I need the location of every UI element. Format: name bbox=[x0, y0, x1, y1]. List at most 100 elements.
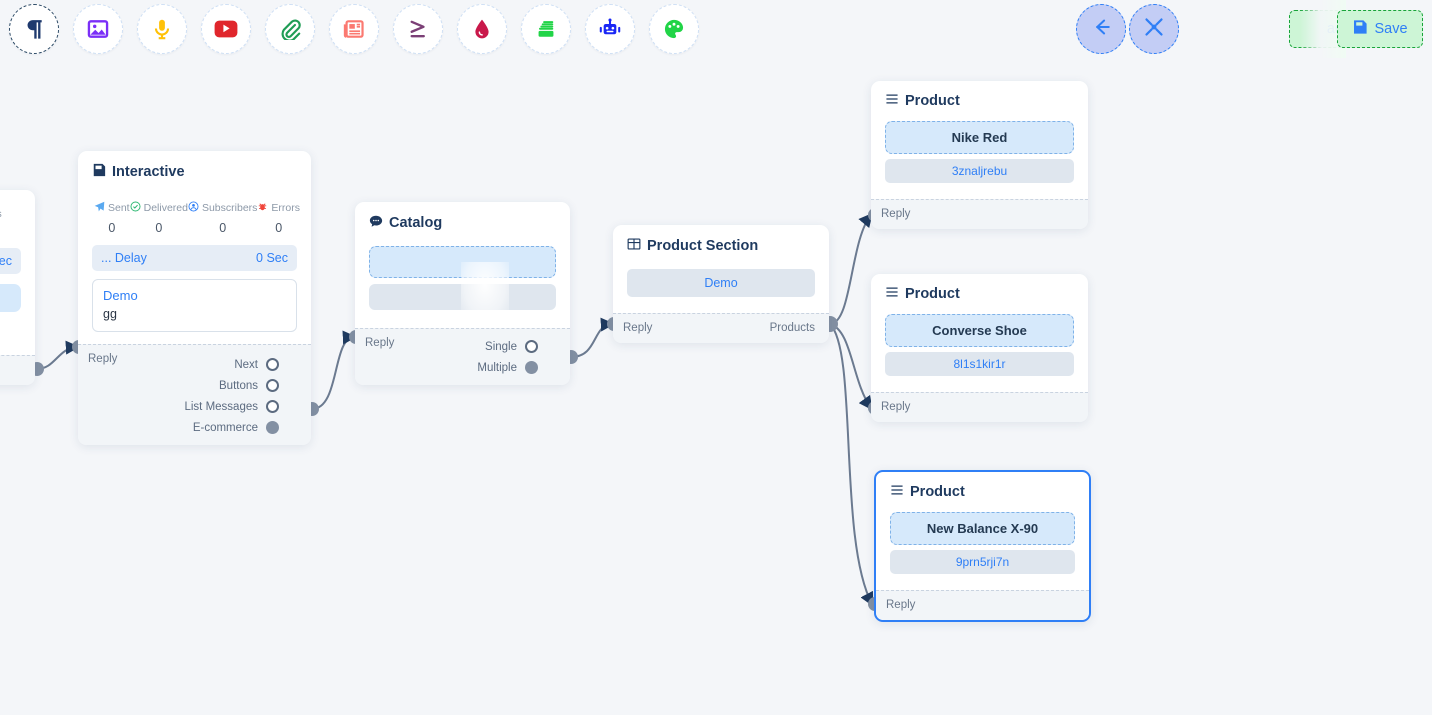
port-next[interactable]: Next bbox=[92, 354, 297, 375]
arrow-left-icon bbox=[1091, 17, 1111, 42]
tool-audio[interactable] bbox=[137, 4, 187, 54]
list-icon bbox=[885, 286, 899, 302]
delay-label: ... Delay bbox=[101, 251, 147, 265]
stat-label: Errors bbox=[0, 208, 19, 220]
tool-design[interactable] bbox=[649, 4, 699, 54]
tool-attachment[interactable] bbox=[265, 4, 315, 54]
port-ecommerce[interactable]: E-commerce bbox=[92, 417, 297, 438]
stat-label: Sent bbox=[108, 202, 130, 214]
back-button[interactable] bbox=[1076, 4, 1126, 54]
youtube-icon bbox=[214, 17, 238, 41]
product-name[interactable]: Nike Red bbox=[885, 121, 1074, 154]
product-section-row[interactable]: Demo bbox=[627, 269, 815, 297]
node-footer: Reply bbox=[871, 199, 1088, 229]
port-dot[interactable] bbox=[266, 379, 279, 392]
list-icon bbox=[885, 93, 899, 109]
product-sku[interactable]: 3znaljrebu bbox=[885, 159, 1074, 183]
grid-icon bbox=[627, 237, 641, 255]
node-product-3[interactable]: Product New Balance X-90 9prn5rji7n Repl… bbox=[874, 470, 1091, 622]
port-label: Next bbox=[234, 358, 258, 371]
tool-sequence[interactable] bbox=[521, 4, 571, 54]
node-product-2[interactable]: Product Converse Shoe 8l1s1kir1r Reply bbox=[871, 274, 1088, 422]
check-circle-icon bbox=[130, 199, 141, 217]
stat-label: Subscribers bbox=[201, 202, 258, 214]
port-single[interactable]: Single bbox=[369, 336, 556, 357]
port-dot[interactable] bbox=[266, 400, 279, 413]
paper-plane-icon bbox=[94, 199, 105, 217]
fit-view-button[interactable] bbox=[1129, 4, 1179, 54]
stack-icon bbox=[535, 18, 557, 40]
node-body: Nike Red 3znaljrebu bbox=[871, 111, 1088, 199]
tool-template[interactable] bbox=[329, 4, 379, 54]
node-title: Catalog bbox=[389, 215, 443, 231]
node-footer: Reply Products bbox=[613, 313, 829, 343]
tool-condition[interactable] bbox=[393, 4, 443, 54]
node-footer: Reply Next Buttons List Messages E-comme… bbox=[78, 344, 311, 445]
product-name[interactable]: New Balance X-90 bbox=[890, 512, 1075, 545]
node-title-row: Product bbox=[871, 274, 1088, 304]
water-drop-icon bbox=[471, 18, 493, 40]
message-card[interactable]: Demo gg bbox=[92, 279, 297, 332]
stat-value: 0 bbox=[0, 224, 19, 238]
node-footer: Reply bbox=[876, 590, 1089, 620]
stat-value: 0 bbox=[108, 221, 116, 235]
port-dot[interactable] bbox=[525, 340, 538, 353]
stat-label: Delivered bbox=[143, 202, 188, 214]
port-buttons[interactable]: Buttons bbox=[92, 375, 297, 396]
palette-icon bbox=[663, 18, 685, 40]
tool-video[interactable] bbox=[201, 4, 251, 54]
tool-paragraph[interactable] bbox=[9, 4, 59, 54]
node-product-section[interactable]: Product Section Demo Reply Products bbox=[613, 225, 829, 343]
delay-value: Sec bbox=[0, 254, 12, 268]
node-footer: essage bbox=[0, 355, 35, 385]
catalog-item-placeholder[interactable] bbox=[369, 246, 556, 278]
port-out-label: Products bbox=[769, 322, 815, 334]
port-multiple[interactable]: Multiple bbox=[369, 357, 556, 378]
partial-node-left[interactable]: Errors 0 Sec essage bbox=[0, 190, 35, 385]
node-body: Converse Shoe 8l1s1kir1r bbox=[871, 304, 1088, 392]
port-list-messages[interactable]: List Messages bbox=[92, 396, 297, 417]
port-dot[interactable] bbox=[266, 358, 279, 371]
node-body bbox=[355, 234, 570, 328]
stat-subscribers: Subscribers 0 bbox=[188, 199, 257, 235]
stat-errors: Errors 0 bbox=[257, 199, 300, 235]
delay-value: 0 Sec bbox=[256, 251, 288, 265]
node-interactive[interactable]: Interactive Sent 0 bbox=[78, 151, 311, 445]
floppy-disk-icon bbox=[1352, 19, 1368, 39]
port-in-label: Reply bbox=[886, 599, 916, 611]
bug-icon bbox=[257, 199, 268, 217]
message-text: gg bbox=[103, 307, 117, 321]
delay-row[interactable]: Sec bbox=[0, 248, 21, 274]
stat-value: 0 bbox=[275, 221, 283, 235]
list-icon bbox=[890, 484, 904, 500]
save-label: Save bbox=[1374, 21, 1408, 37]
product-name[interactable]: Converse Shoe bbox=[885, 314, 1074, 347]
node-footer: Reply bbox=[871, 392, 1088, 422]
port-in-label: Reply bbox=[881, 208, 911, 220]
node-title: Product bbox=[905, 93, 960, 109]
tool-bot[interactable] bbox=[585, 4, 635, 54]
stat-value: 0 bbox=[155, 221, 163, 235]
product-sku[interactable]: 8l1s1kir1r bbox=[885, 352, 1074, 376]
node-title: Product Section bbox=[647, 238, 759, 254]
save-button[interactable]: Save bbox=[1337, 10, 1423, 48]
paragraph-icon bbox=[23, 18, 45, 40]
product-sku[interactable]: 9prn5rji7n bbox=[890, 550, 1075, 574]
catalog-secondary-placeholder[interactable] bbox=[369, 284, 556, 310]
message-placeholder[interactable] bbox=[0, 284, 21, 312]
node-footer: Reply Single Multiple bbox=[355, 328, 570, 385]
stat-sent: Sent 0 bbox=[94, 199, 130, 235]
delay-row[interactable]: ... Delay 0 Sec bbox=[92, 245, 297, 271]
tool-trigger[interactable] bbox=[457, 4, 507, 54]
stat-errors: Errors 0 bbox=[0, 208, 19, 238]
tool-image[interactable] bbox=[73, 4, 123, 54]
node-catalog[interactable]: Catalog Reply Single Multiple bbox=[355, 202, 570, 385]
port-label: E-commerce bbox=[192, 421, 258, 434]
stat-delivered: Delivered 0 bbox=[130, 199, 188, 235]
paperclip-icon bbox=[279, 18, 301, 40]
port-label: Buttons bbox=[219, 379, 258, 392]
node-product-1[interactable]: Product Nike Red 3znaljrebu Reply bbox=[871, 81, 1088, 229]
port-dot[interactable] bbox=[266, 421, 279, 434]
port-dot[interactable] bbox=[525, 361, 538, 374]
